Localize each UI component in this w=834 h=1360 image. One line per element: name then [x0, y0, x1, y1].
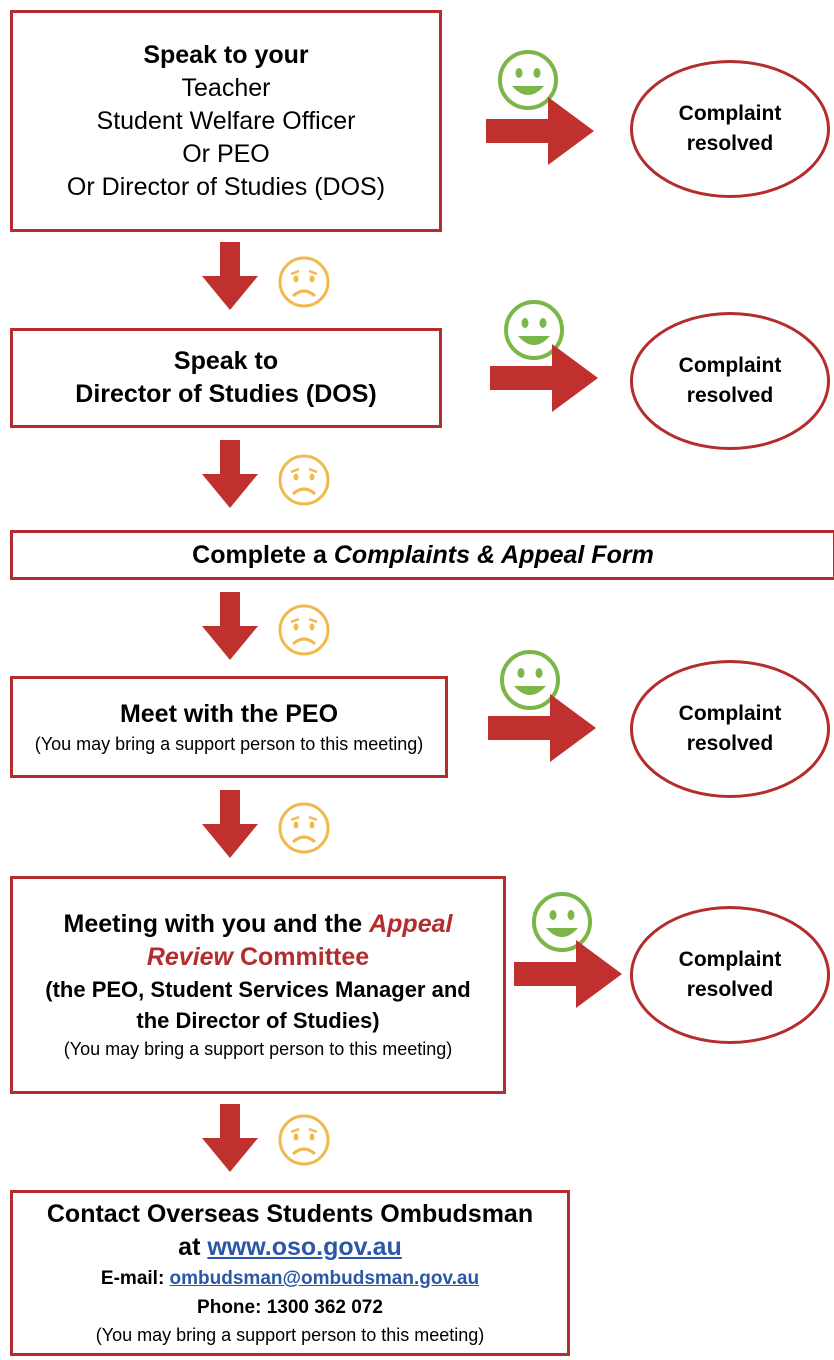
happy-face-icon [498, 50, 558, 110]
arrow-right-icon [486, 97, 594, 165]
arrow-right-icon [514, 940, 622, 1008]
step-5-note: (You may bring a support person to this … [63, 1039, 453, 1059]
arrow-down-icon [202, 592, 258, 660]
step-5-box: Meeting with you and the Appeal Review C… [10, 876, 506, 1094]
step-1-line-welfare: Student Welfare Officer [96, 106, 356, 135]
happy-face-icon [532, 892, 592, 952]
step-1-line-dos: Or Director of Studies (DOS) [66, 172, 386, 201]
step-5-heading-prefix: Meeting with you and the [63, 910, 370, 938]
step-1-heading: Speak to your [143, 40, 309, 69]
step-1-line-teacher: Teacher [181, 73, 271, 102]
step-4-heading: Meet with the PEO [119, 699, 339, 728]
step-6-email-line: E-mail: ombudsman@ombudsman.gov.au [101, 1264, 479, 1294]
step-3-text: Complete a Complaints & Appeal Form [192, 539, 654, 572]
sad-face-icon [278, 604, 330, 656]
resolved-line-1: Complaint [678, 354, 782, 377]
step-5-heading-appeal: Appeal [369, 910, 453, 938]
sad-face-icon [278, 1114, 330, 1166]
resolved-ellipse-3: Complaint resolved [630, 660, 830, 798]
website-link[interactable]: www.oso.gov.au [207, 1233, 402, 1261]
resolved-line-1: Complaint [678, 948, 782, 971]
resolved-ellipse-2: Complaint resolved [630, 312, 830, 450]
step-5-heading-line-1: Meeting with you and the Appeal [64, 908, 453, 941]
step-3-prefix: Complete a [192, 540, 334, 569]
resolved-ellipse-1: Complaint resolved [630, 60, 830, 198]
sad-face-icon [278, 454, 330, 506]
step-6-note: (You may bring a support person to this … [95, 1325, 485, 1345]
step-6-at-prefix: at [178, 1233, 208, 1261]
step-6-website-line: at www.oso.gov.au [178, 1231, 402, 1264]
resolved-line-1: Complaint [678, 702, 782, 725]
step-6-heading: Contact Overseas Students Ombudsman [46, 1200, 534, 1228]
step-4-box: Meet with the PEO (You may bring a suppo… [10, 676, 448, 778]
step-5-heading-line-2: Review Committee [147, 941, 369, 974]
email-link[interactable]: ombudsman@ombudsman.gov.au [169, 1268, 480, 1289]
step-1-box: Speak to your Teacher Student Welfare Of… [10, 10, 442, 232]
resolved-ellipse-4: Complaint resolved [630, 906, 830, 1044]
step-4-note: (You may bring a support person to this … [34, 733, 424, 754]
step-5-heading-review: Review [146, 943, 234, 971]
happy-face-icon [504, 300, 564, 360]
step-6-box: Contact Overseas Students Ombudsman at w… [10, 1190, 570, 1356]
arrow-right-icon [490, 344, 598, 412]
step-6-phone: Phone: 1300 362 072 [197, 1297, 383, 1318]
arrow-down-icon [202, 1104, 258, 1172]
resolved-line-2: resolved [686, 978, 774, 1001]
step-5-heading-committee: Committee [233, 943, 370, 971]
step-5-members: (the PEO, Student Services Manager and t… [45, 977, 471, 1033]
resolved-line-1: Complaint [678, 102, 782, 125]
resolved-line-2: resolved [686, 384, 774, 407]
sad-face-icon [278, 256, 330, 308]
step-6-email-label: E-mail: [100, 1268, 170, 1289]
resolved-line-2: resolved [686, 132, 774, 155]
step-3-box: Complete a Complaints & Appeal Form [10, 530, 834, 580]
arrow-down-icon [202, 242, 258, 310]
step-2-line-2: Director of Studies (DOS) [75, 380, 377, 408]
resolved-line-2: resolved [686, 732, 774, 755]
happy-face-icon [500, 650, 560, 710]
step-3-form-name: Complaints & Appeal Form [333, 540, 654, 569]
arrow-right-icon [488, 694, 596, 762]
step-2-box: Speak to Director of Studies (DOS) [10, 328, 442, 428]
arrow-down-icon [202, 790, 258, 858]
step-2-line-1: Speak to [173, 347, 279, 375]
arrow-down-icon [202, 440, 258, 508]
step-1-line-peo: Or PEO [182, 139, 270, 168]
sad-face-icon [278, 802, 330, 854]
